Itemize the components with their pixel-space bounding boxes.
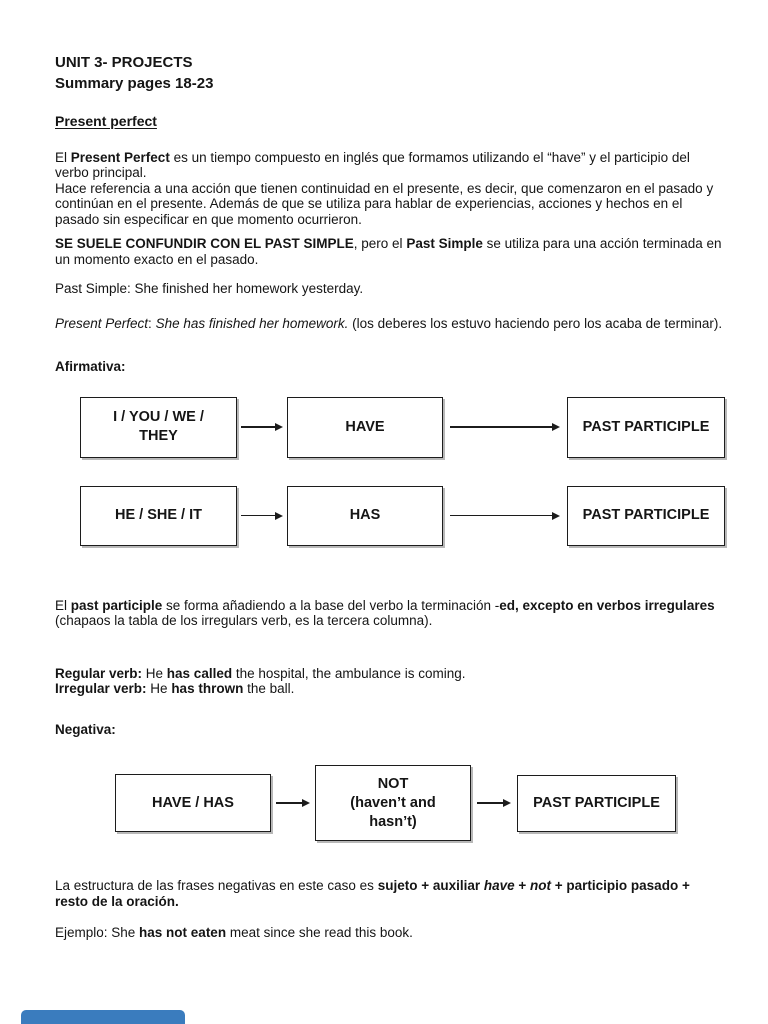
past-simple-example: Past Simple: She finished her homework y… <box>55 281 364 296</box>
negative-structure-paragraph: La estructura de las frases negativas en… <box>55 878 690 909</box>
negative-label: Negativa: <box>55 721 116 737</box>
arrow-right-icon <box>443 423 567 431</box>
arrow-right-icon <box>237 511 287 520</box>
intro-paragraph-2: Hace referencia a una acción que tienen … <box>55 180 714 227</box>
past-participle-rule-paragraph: El past participle se forma añadiendo a … <box>55 597 715 629</box>
subject-box: I / YOU / WE / THEY <box>80 396 237 458</box>
arrow-right-icon <box>471 799 517 807</box>
present-perfect-example: Present Perfect: She has finished her ho… <box>55 315 723 331</box>
negative-diagram-row: HAVE / HAS NOT (haven’t and hasn’t) PAST… <box>115 765 725 841</box>
participle-box: PAST PARTICIPLE <box>567 485 725 546</box>
auxiliary-box: HAVE / HAS <box>115 774 271 832</box>
intro-paragraph-1: El Present Perfect es un tiempo compuest… <box>55 149 690 181</box>
next-page-peek-bar <box>21 1010 185 1024</box>
affirmative-diagram-row-2: HE / SHE / IT HAS PAST PARTICIPLE <box>80 485 725 546</box>
negative-example-paragraph: Ejemplo: She has not eaten meat since sh… <box>55 925 413 940</box>
present-perfect-heading: Present perfect <box>55 113 157 129</box>
affirmative-label: Afirmativa: <box>55 359 126 374</box>
confusion-paragraph: SE SUELE CONFUNDIR CON EL PAST SIMPLE, p… <box>55 236 722 267</box>
subject-box: HE / SHE / IT <box>80 485 237 546</box>
auxiliary-box: HAS <box>287 485 443 546</box>
arrow-right-icon <box>271 799 315 807</box>
regular-verb-example: Regular verb: He has called the hospital… <box>55 665 466 681</box>
participle-box: PAST PARTICIPLE <box>517 774 676 832</box>
arrow-right-icon <box>237 423 287 431</box>
affirmative-diagram-row-1: I / YOU / WE / THEY HAVE PAST PARTICIPLE <box>80 396 725 458</box>
unit-title: UNIT 3- PROJECTS <box>55 54 193 71</box>
irregular-verb-example: Irregular verb: He has thrown the ball. <box>55 681 295 696</box>
auxiliary-box: HAVE <box>287 396 443 458</box>
participle-box: PAST PARTICIPLE <box>567 396 725 458</box>
summary-subtitle: Summary pages 18-23 <box>55 75 214 92</box>
arrow-right-icon <box>443 511 567 520</box>
not-box: NOT (haven’t and hasn’t) <box>315 765 471 841</box>
